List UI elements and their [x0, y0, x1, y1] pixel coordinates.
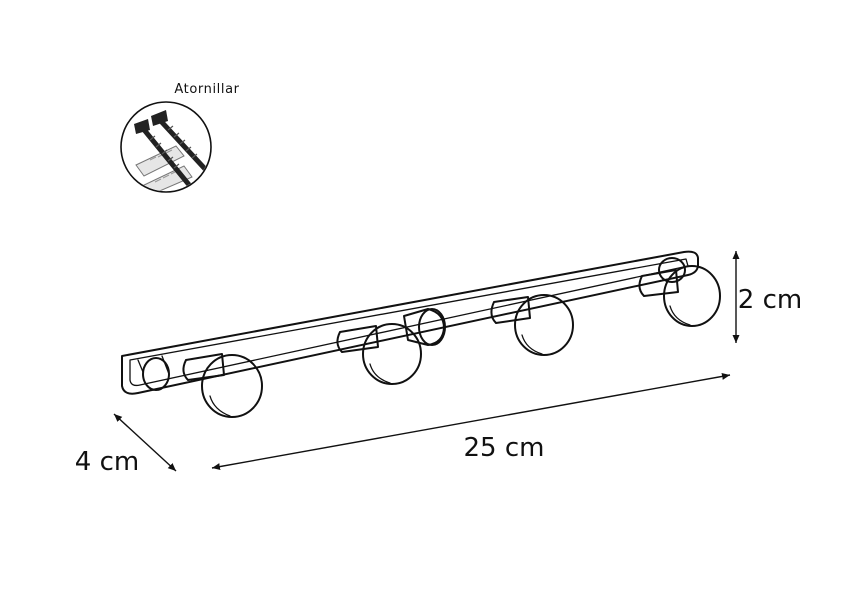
screw-icon [134, 110, 209, 189]
hook-rail-drawing [121, 250, 721, 418]
height-label: 2 cm [738, 285, 802, 315]
install-label: Atornillar [174, 82, 239, 97]
end-cap-left [137, 355, 170, 391]
dimension-height: 2 cm [732, 251, 802, 343]
dimension-depth: 4 cm [75, 413, 177, 477]
mounting-stub [403, 308, 446, 346]
length-label: 25 cm [464, 433, 545, 463]
dimension-length: 25 cm [211, 372, 731, 471]
hook-3 [490, 294, 574, 356]
screws-and-wall-plugs-icon [120, 101, 212, 193]
depth-label: 4 cm [75, 447, 139, 477]
end-cap-right [658, 257, 686, 283]
hook-4 [638, 265, 721, 327]
hook-1 [182, 353, 263, 418]
